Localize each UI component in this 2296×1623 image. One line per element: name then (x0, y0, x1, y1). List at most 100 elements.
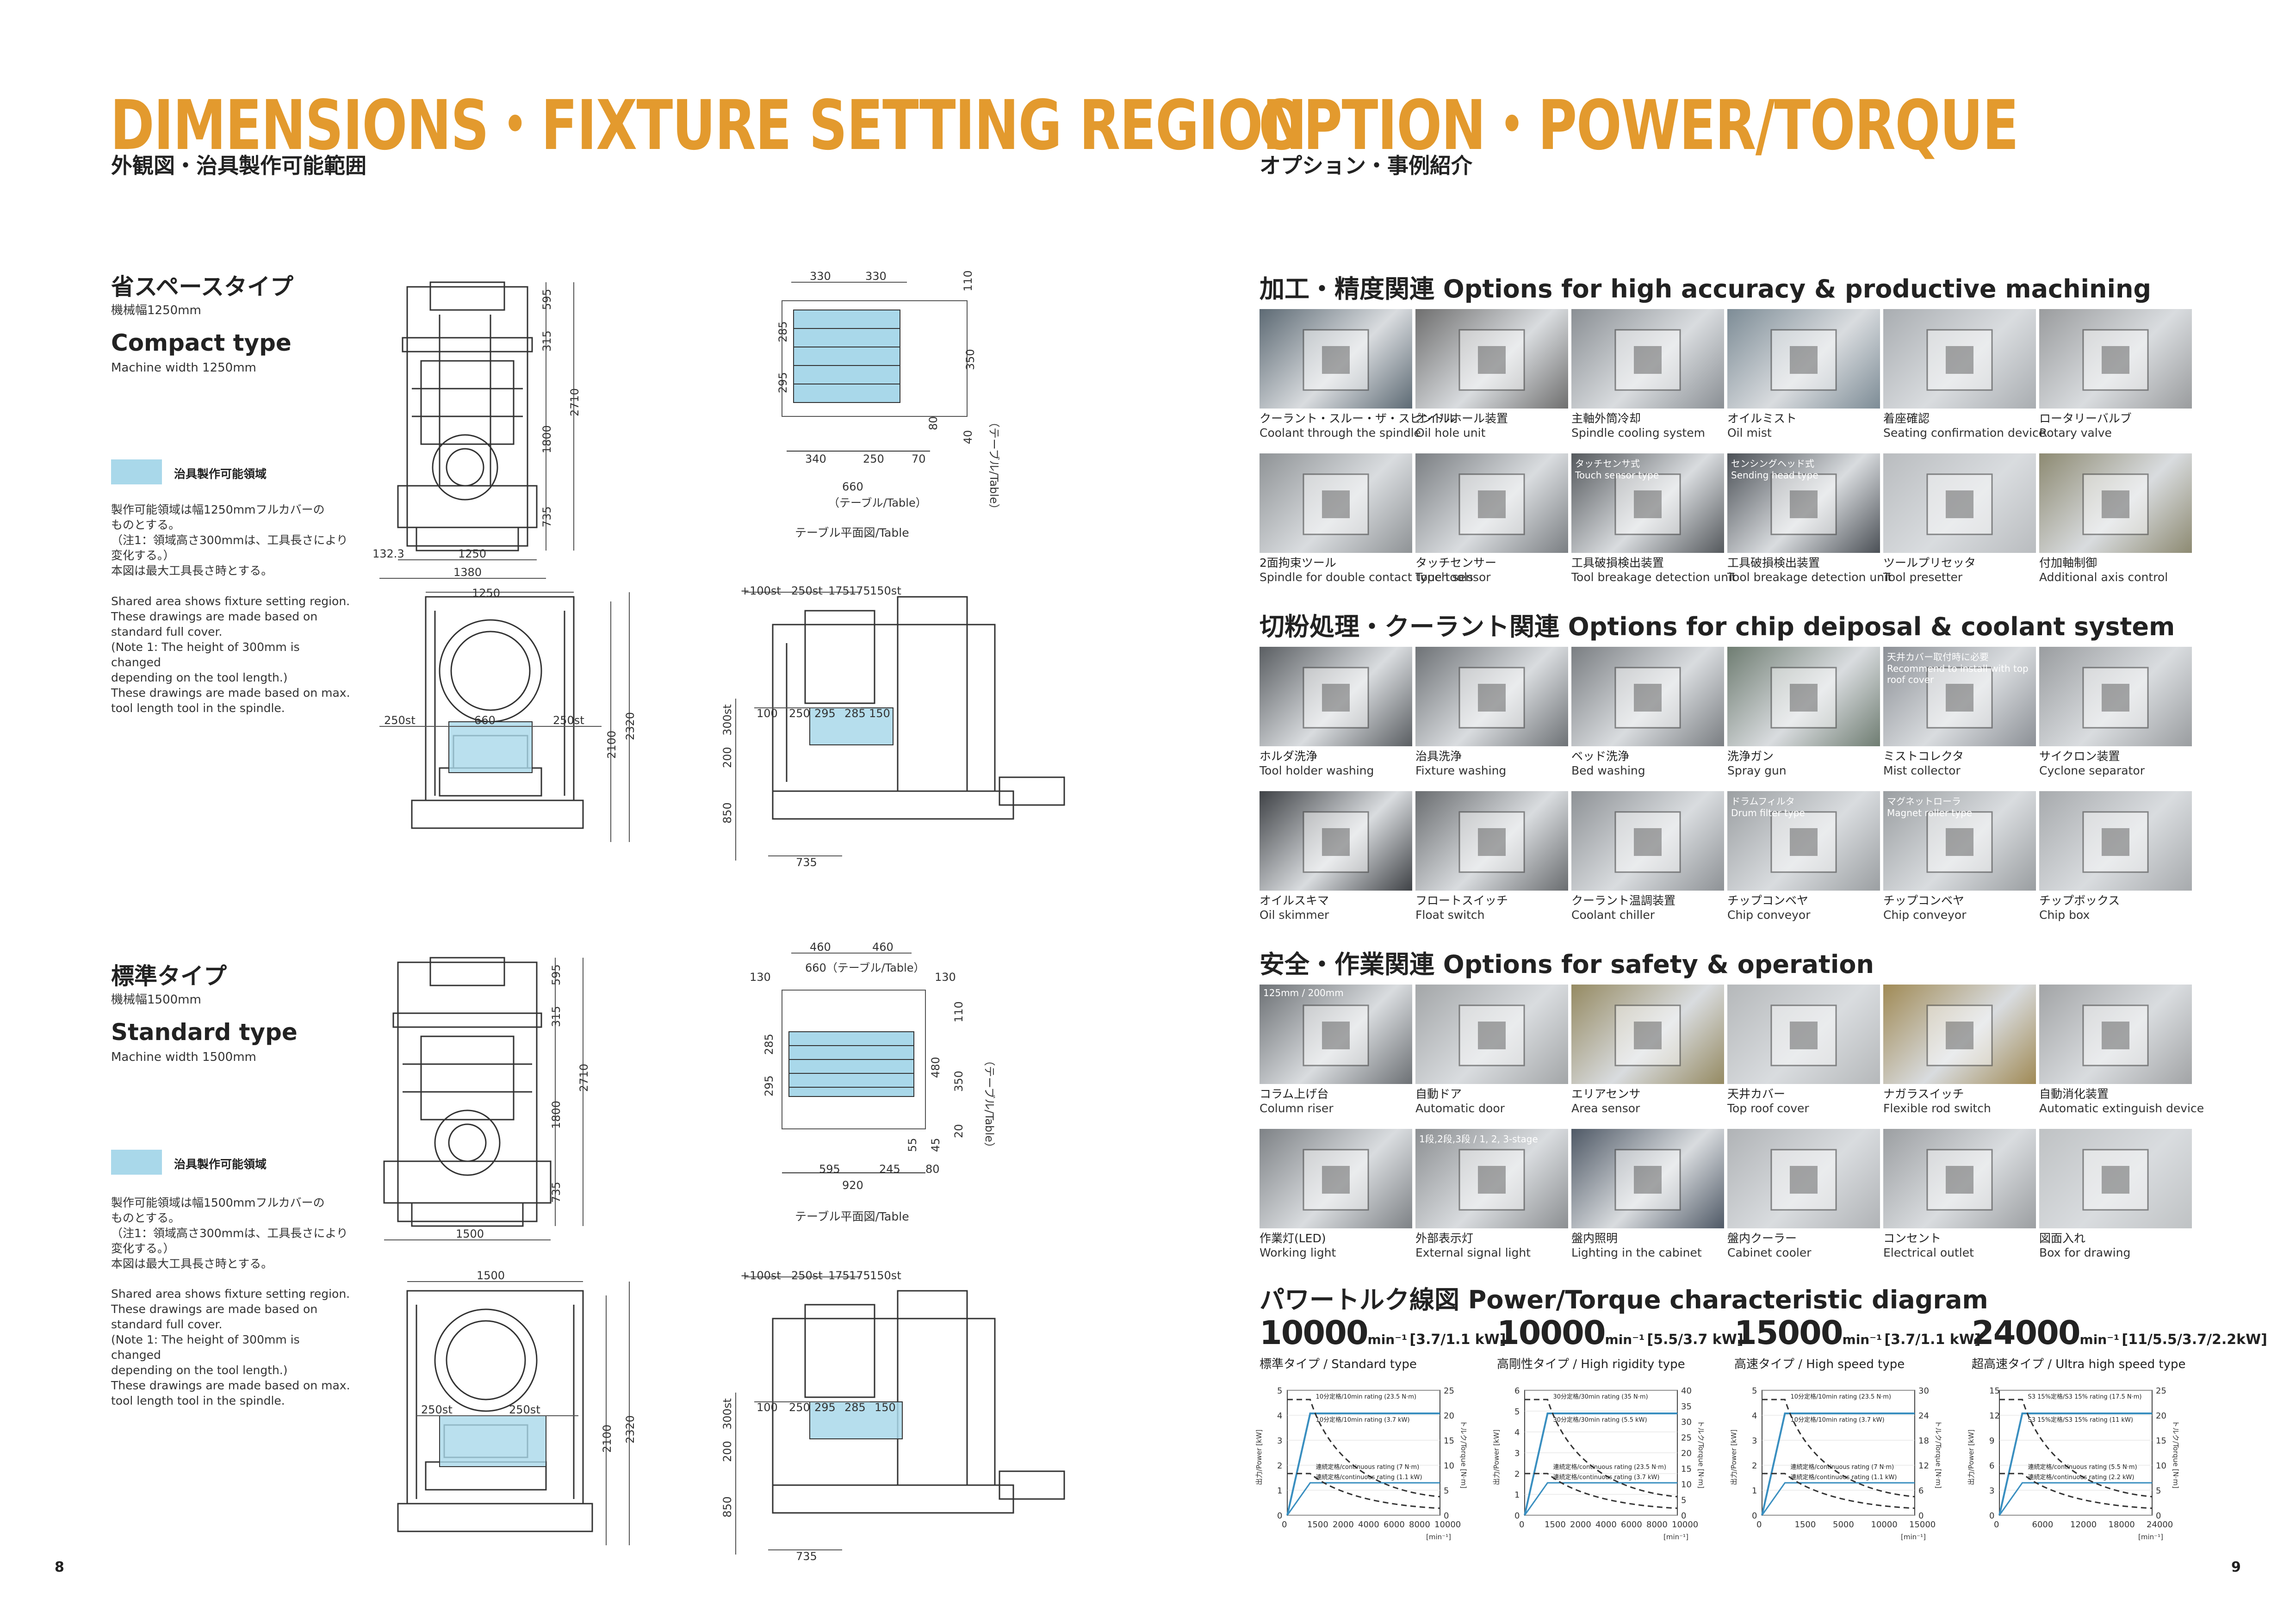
compact-note-jp: 製作可能領域は幅1250mmフルカバーの ものとする。 （注1：領域高さ300m… (111, 503, 348, 577)
pt-ytick-right: 0 (2156, 1511, 2161, 1521)
pt-series-power-rated (1524, 1412, 1677, 1516)
table-dim-40: 40 (962, 430, 974, 444)
std-side-300st: 300st (722, 1398, 734, 1430)
option-card: 天井カバー取付時に必要 Recommend to install with to… (1883, 647, 2036, 778)
pt-chart-subtitle: 高剛性タイプ / High rigidity type (1497, 1357, 1685, 1371)
pt-ytick-left: 12 (1989, 1411, 2000, 1421)
option-photo: タッチセンサ式 Touch sensor type (1571, 453, 1724, 553)
option-photo-illustration (1303, 329, 1369, 391)
option-caption-en: Box for drawing (2039, 1246, 2131, 1259)
option-photo-illustration (1303, 811, 1369, 873)
table-dim-330-b: 330 (865, 270, 887, 283)
option-caption-jp: オイルスキマ (1260, 894, 1329, 907)
table-dim-70: 70 (912, 452, 926, 465)
option-caption-en: Top roof cover (1727, 1102, 1809, 1115)
std-side-150st: 150st (870, 1269, 901, 1282)
pt-xunit: [min⁻¹] (2138, 1533, 2163, 1541)
section-heading-chip: 切粉処理・クーラント関連 Options for chip deiposal &… (1260, 612, 2175, 641)
option-caption-jp: チップボックス (2039, 894, 2120, 907)
option-caption-en: Cyclone separator (2039, 764, 2145, 777)
pt-series-label: 30分定格/30min rating (35 N·m) (1553, 1393, 1648, 1400)
std-side-250st: 250st (791, 1269, 823, 1282)
side-dim-250: 250 (789, 707, 810, 720)
option-caption-en: Oil skimmer (1260, 908, 1329, 922)
std-dim-735: 735 (550, 1182, 563, 1203)
option-caption-jp: オイルミスト (1727, 412, 1797, 425)
std-side-295: 295 (814, 1401, 836, 1414)
std-dim-1500: 1500 (456, 1227, 484, 1240)
pt-series-label: 連続定格/continuous rating (1.1 kW) (1316, 1474, 1422, 1481)
option-photo (1883, 309, 2036, 409)
standard-side-drawing: +100st 250st 175 175 150st 300st 200 100… (722, 1269, 1065, 1563)
pt-series-power-continuous (1761, 1482, 1915, 1516)
pt-ytick-right: 40 (1681, 1386, 1692, 1396)
std-lower-2320: 2320 (624, 1415, 637, 1443)
pt-series-label: S3 15%定格/S3 15% rating (11 kW) (2028, 1416, 2133, 1424)
side-dim-295: 295 (814, 707, 836, 720)
option-caption-jp: ナガラスイッチ (1883, 1087, 1964, 1101)
standard-width-en: Machine width 1500mm (111, 1050, 256, 1064)
dim-735: 735 (540, 506, 553, 527)
pt-xtick: 2000 (1570, 1520, 1591, 1530)
standard-width-jp: 機械幅1500mm (111, 993, 201, 1007)
pt-speed: 10000 (1497, 1314, 1606, 1352)
pt-ytick-right: 20 (1681, 1449, 1692, 1458)
option-photo (1571, 1129, 1724, 1228)
option-caption-en: Column riser (1260, 1102, 1334, 1115)
option-card: 作業灯(LED)Working light (1260, 1129, 1412, 1260)
std-table-130-right: 130 (935, 971, 956, 984)
pt-ytick-left: 4 (1752, 1411, 1757, 1421)
pt-xtick: 5000 (1833, 1520, 1854, 1530)
option-photo-illustration (1926, 1004, 1993, 1066)
option-photo-illustration (1303, 1004, 1369, 1066)
option-photo (1727, 309, 1880, 409)
option-caption-jp: 盤内照明 (1571, 1232, 1618, 1245)
pt-ylabel-left: 出力/Power [kW] (1255, 1430, 1263, 1485)
table-dim-80: 80 (927, 416, 940, 430)
option-photo-overlay: 天井カバー取付時に必要 Recommend to install with to… (1887, 651, 2029, 685)
pt-xunit: [min⁻¹] (1901, 1533, 1926, 1541)
pt-series-torque-rated (1287, 1399, 1440, 1498)
standard-front-lower-drawing: 1500 250st 250st 2100 2320 (397, 1269, 637, 1545)
pt-ytick-right: 15 (1681, 1464, 1692, 1474)
pt-ytick-left: 0 (1989, 1511, 1994, 1521)
option-photo (1571, 985, 1724, 1084)
pt-ytick-left: 3 (1989, 1486, 1994, 1496)
pt-series-torque-rated (1999, 1399, 2153, 1498)
pt-ytick-left: 2 (1752, 1461, 1757, 1471)
option-caption-en: Oil hole unit (1415, 426, 1486, 440)
side-dim-100st: +100st (740, 584, 781, 597)
compact-table-plan: 330 330 110 285 295 350 80 40 340 250 70… (777, 270, 1000, 515)
option-photo-illustration (1926, 811, 1993, 873)
pt-ytick-right: 5 (2156, 1486, 2161, 1496)
table-dim-660: 660 (842, 480, 863, 493)
pt-series-label: 連続定格/continuous rating (7 N·m) (1316, 1463, 1420, 1471)
pt-xtick: 2000 (1333, 1520, 1354, 1530)
std-lower-250st-right: 250st (509, 1403, 540, 1416)
option-caption-jp: オイルホール装置 (1415, 412, 1508, 425)
pt-ytick-right: 10 (1681, 1480, 1692, 1490)
option-caption-en: Electrical outlet (1883, 1246, 1974, 1259)
pt-ytick-left: 0 (1752, 1511, 1757, 1521)
option-photo-illustration (1926, 1149, 1993, 1211)
option-photo (1883, 985, 2036, 1084)
pt-xtick: 0 (1994, 1520, 1999, 1530)
option-photo: ドラムフィルタ Drum filter type (1727, 791, 1880, 891)
std-table-side-label: （テーブル/Table） (983, 1055, 996, 1153)
pt-ylabel-right: トルク/Torque [N·m] (2172, 1420, 2180, 1488)
option-photo: 1段,2段,3段 / 1, 2, 3-stage (1415, 1129, 1568, 1228)
option-photo (1727, 985, 1880, 1084)
std-side-200: 200 (722, 1441, 734, 1462)
side-dim-175-a: 175 (828, 584, 850, 597)
right-page-title: OPTION・POWER/TORQUE (1259, 86, 2019, 165)
